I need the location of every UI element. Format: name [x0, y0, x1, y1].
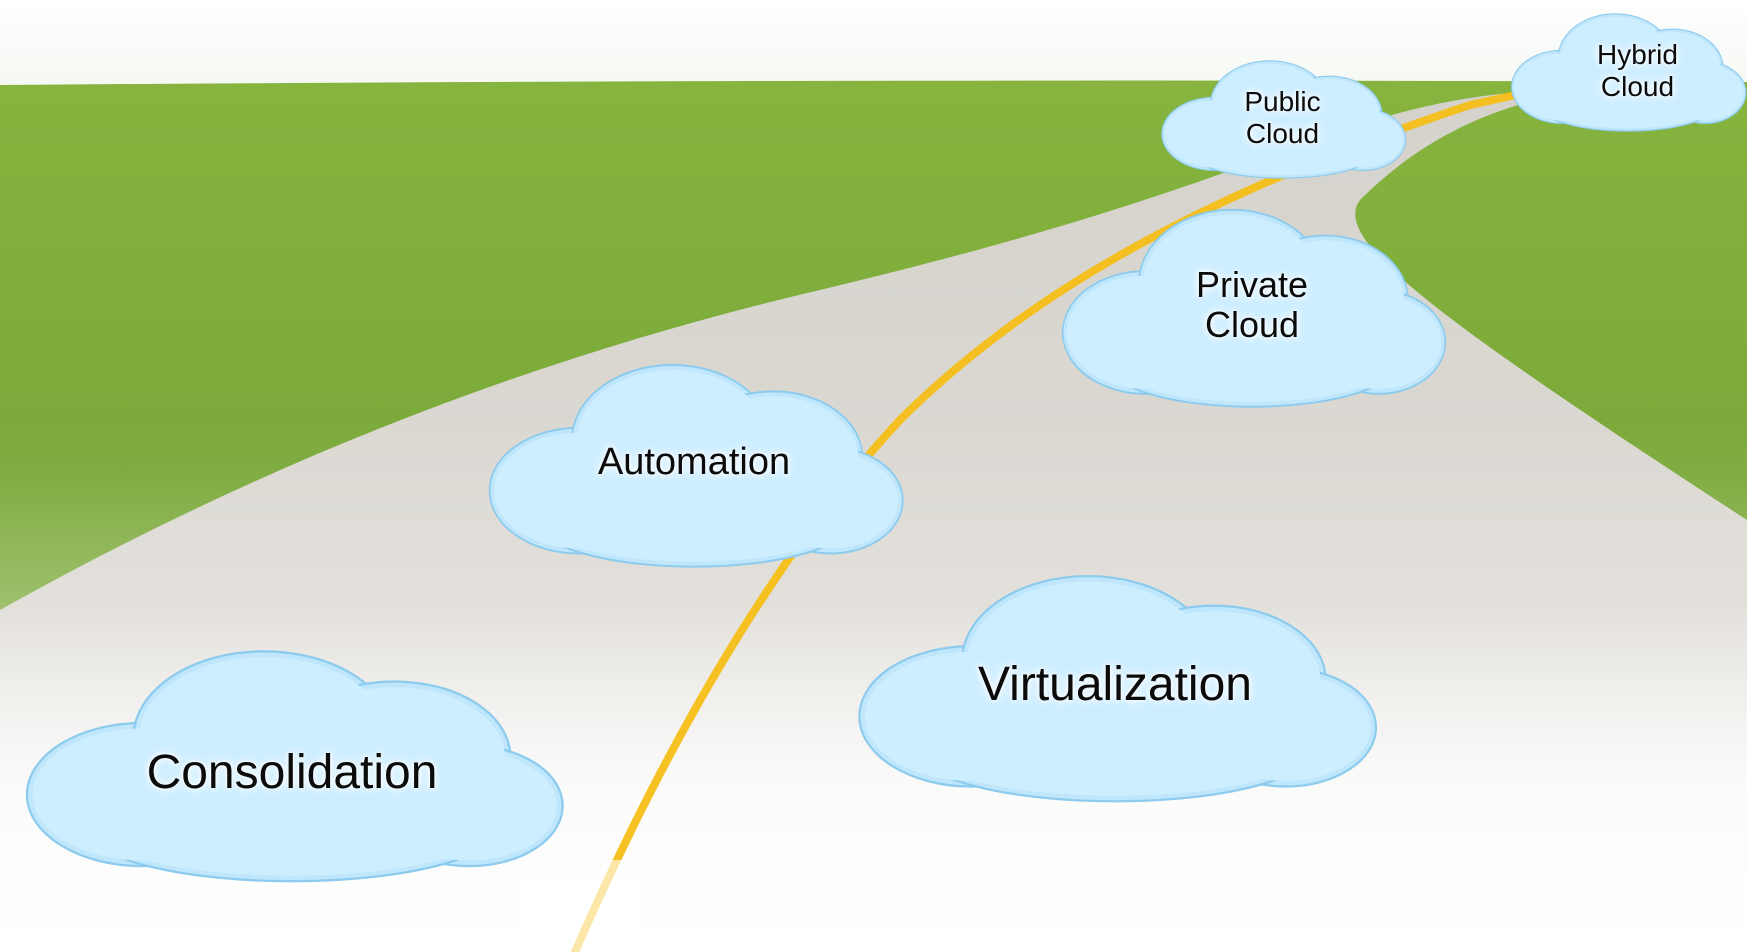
cloud-shape-icon	[25, 650, 564, 883]
lane-line	[571, 88, 1534, 952]
virtualization-label: Virtualization	[978, 658, 1252, 712]
private-cloud-label: Private Cloud	[1195, 263, 1309, 345]
private-cloud-cloud: Private Cloud	[1052, 200, 1452, 410]
cloud-shape-icon	[858, 574, 1378, 803]
hybrid-cloud-label: Hybrid Cloud	[1597, 39, 1678, 102]
automation-cloud: Automation	[478, 355, 910, 570]
public-cloud-cloud: Public Cloud	[1155, 55, 1410, 180]
automation-label: Automation	[597, 441, 791, 484]
cloud-shape-icon	[488, 363, 904, 568]
cloud-shape-icon	[1511, 13, 1747, 132]
consolidation-label: Consolidation	[146, 745, 438, 799]
hybrid-cloud-cloud: Hybrid Cloud	[1505, 8, 1747, 133]
public-cloud-label: Public Cloud	[1244, 86, 1321, 149]
cloud-shape-icon	[1061, 208, 1447, 408]
consolidation-cloud: Consolidation	[12, 640, 572, 885]
cloud-shape-icon	[1161, 60, 1407, 179]
lane-fade	[520, 860, 640, 952]
virtualization-cloud: Virtualization	[845, 565, 1385, 805]
